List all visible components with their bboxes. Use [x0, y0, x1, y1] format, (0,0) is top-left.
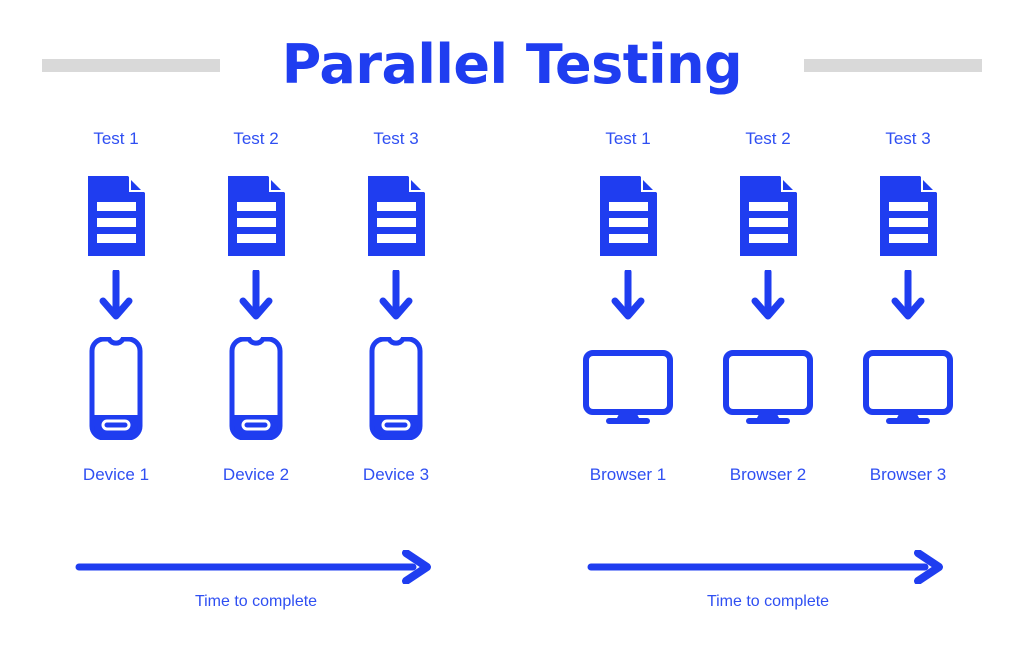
browser-slot [583, 334, 673, 442]
arrow-down-icon [611, 270, 645, 320]
browsers-column-group: Test 1 [552, 130, 984, 483]
target-label: Device 2 [222, 465, 290, 484]
document-icon [879, 176, 937, 256]
test-flow-column-2: Test 2 [206, 130, 306, 483]
document-icon [87, 176, 145, 256]
timeline-caption: Time to complete [194, 593, 318, 610]
document-icon [739, 176, 797, 256]
device-slot [367, 334, 425, 442]
browser-slot [863, 334, 953, 442]
monitor-icon [863, 350, 953, 424]
device-slot [227, 334, 285, 442]
phone-icon [89, 336, 143, 440]
phone-icon [229, 336, 283, 440]
timeline-caption: Time to complete [706, 593, 830, 610]
target-label: Device 1 [82, 465, 150, 484]
test-label: Test 2 [745, 129, 791, 148]
target-label: Browser 3 [869, 465, 947, 484]
decorative-rule-left [41, 58, 220, 72]
browsers-panel: Test 1 [512, 130, 1024, 664]
monitor-icon [583, 350, 673, 424]
target-label: Device 3 [362, 465, 430, 484]
monitor-icon [723, 350, 813, 424]
test-flow-column-3: Test 3 [858, 130, 958, 483]
arrow-right-icon [587, 550, 943, 584]
arrow-down-icon [99, 270, 133, 320]
devices-panel: Test 1 [0, 130, 512, 664]
test-flow-column-2: Test 2 [718, 130, 818, 483]
document-icon [227, 176, 285, 256]
browser-slot [723, 334, 813, 442]
arrow-down-icon [379, 270, 413, 320]
devices-column-group: Test 1 [40, 130, 472, 483]
page-header: Parallel Testing [0, 0, 1024, 130]
device-slot [87, 334, 145, 442]
arrow-down-icon [239, 270, 273, 320]
target-label: Browser 2 [729, 465, 807, 484]
document-icon [599, 176, 657, 256]
phone-icon [369, 336, 423, 440]
test-label: Test 3 [885, 129, 931, 148]
test-label: Test 1 [93, 129, 139, 148]
test-label: Test 2 [233, 129, 279, 148]
test-flow-column-3: Test 3 [346, 130, 446, 483]
arrow-down-icon [751, 270, 785, 320]
page-title: Parallel Testing [281, 33, 743, 96]
arrow-down-icon [891, 270, 925, 320]
panels-container: Test 1 [0, 130, 1024, 664]
test-label: Test 1 [605, 129, 651, 148]
test-flow-column-1: Test 1 [578, 130, 678, 483]
browsers-timeline: Time to complete [512, 550, 1024, 610]
devices-timeline: Time to complete [0, 550, 512, 610]
target-label: Browser 1 [589, 465, 667, 484]
document-icon [367, 176, 425, 256]
test-flow-column-1: Test 1 [66, 130, 166, 483]
decorative-rule-right [804, 58, 983, 72]
test-label: Test 3 [373, 129, 419, 148]
arrow-right-icon [75, 550, 431, 584]
